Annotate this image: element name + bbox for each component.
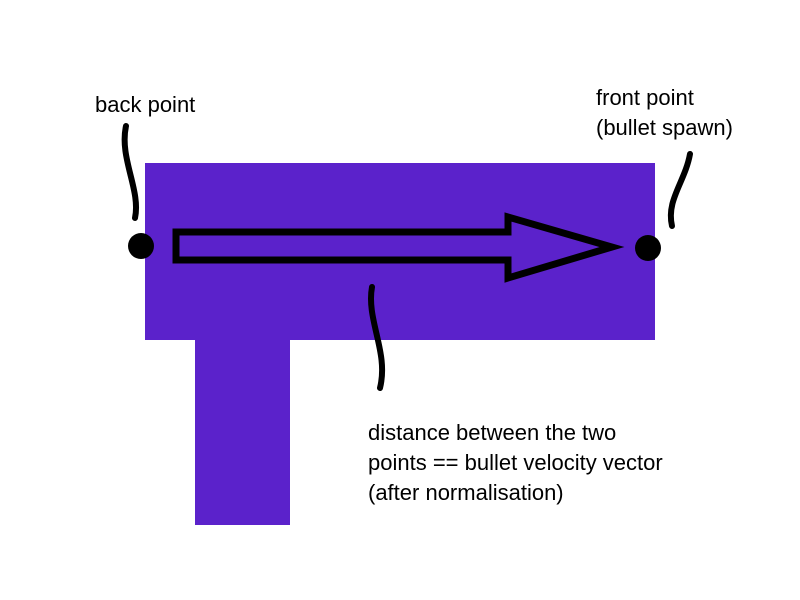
back-point-label-text: back point [95, 92, 196, 117]
front-point-label-line2: (bullet spawn) [596, 115, 733, 140]
distance-annotation-line1: distance between the two [368, 420, 617, 445]
gun-body-shape [145, 163, 655, 340]
distance-leader-line [368, 284, 386, 391]
distance-annotation: distance between the two points == bulle… [368, 418, 663, 508]
front-point-dot [635, 235, 661, 261]
gun-grip-shape [195, 340, 290, 525]
front-point-label: front point (bullet spawn) [596, 83, 733, 143]
velocity-arrow [172, 212, 625, 283]
front-point-leader-line [667, 151, 693, 229]
back-point-leader-line [121, 123, 139, 221]
distance-annotation-line3: (after normalisation) [368, 480, 564, 505]
back-point-label: back point [95, 90, 195, 120]
distance-annotation-line2: points == bullet velocity vector [368, 450, 663, 475]
back-point-dot [128, 233, 154, 259]
front-point-label-line1: front point [596, 85, 694, 110]
